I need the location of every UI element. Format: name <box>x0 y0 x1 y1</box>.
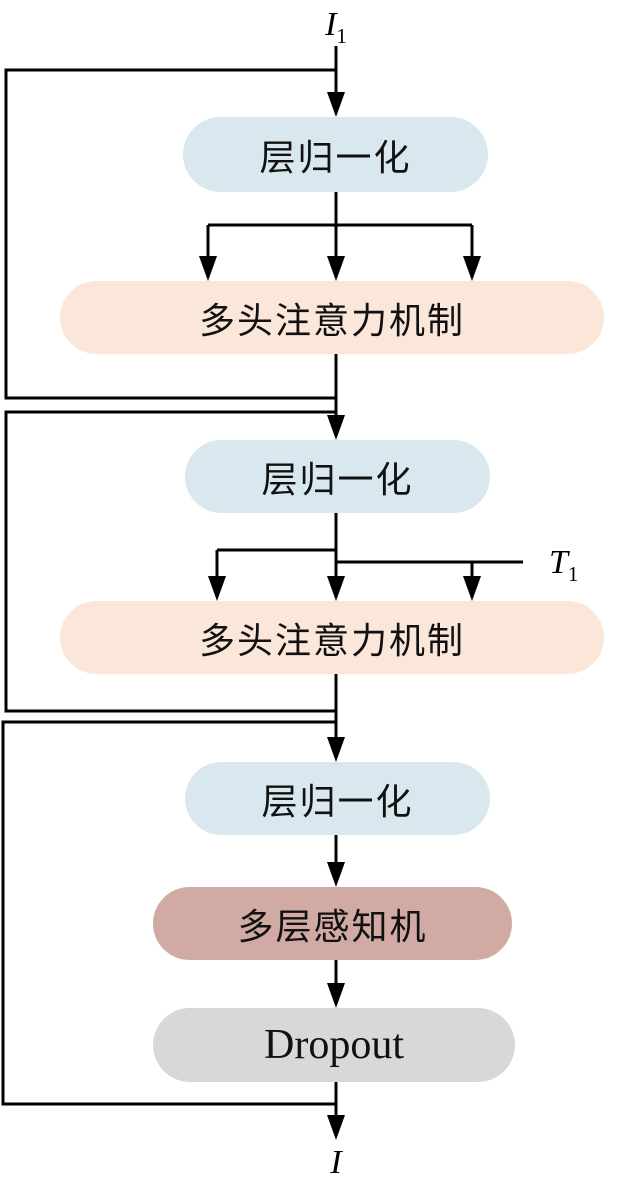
node-multihead-attention-1-label: 多头注意力机制 <box>198 300 465 341</box>
node-mlp: 多层感知机 <box>153 887 512 960</box>
arrowhead-attention2-mid <box>327 576 345 601</box>
arrowhead-into-layernorm3 <box>327 737 345 762</box>
arrowhead-attention1-left <box>199 256 217 281</box>
node-layernorm-3: 层归一化 <box>185 762 490 835</box>
residual-connection-3 <box>1 720 336 1106</box>
arrowhead-into-layernorm1 <box>327 92 345 117</box>
node-dropout-label: Dropout <box>264 1022 404 1068</box>
arrowhead-attention2-left <box>208 576 226 601</box>
arrowhead-attention1-mid <box>327 256 345 281</box>
side-input-label-base: T <box>549 544 568 581</box>
input-label-subscript: 1 <box>336 23 347 48</box>
arrowhead-attention2-right <box>463 576 481 601</box>
connector-lines <box>1 46 523 1117</box>
node-multihead-attention-1: 多头注意力机制 <box>60 281 604 354</box>
node-multihead-attention-2-label: 多头注意力机制 <box>198 620 465 661</box>
output-label: I <box>330 1146 341 1180</box>
residual-connection-2 <box>4 410 336 713</box>
node-mlp-label: 多层感知机 <box>237 906 428 947</box>
input-label-base: I <box>325 6 337 43</box>
node-layernorm-2-label: 层归一化 <box>261 459 414 500</box>
node-dropout: Dropout <box>153 1008 515 1082</box>
arrowhead-into-dropout <box>327 983 345 1008</box>
arrowhead-into-layernorm2 <box>327 415 345 440</box>
arrowhead-output <box>327 1115 345 1140</box>
side-input-label: T1 <box>549 544 578 585</box>
node-layernorm-1: 层归一化 <box>183 117 488 192</box>
residual-connection-1 <box>4 68 336 400</box>
arrowhead-into-mlp <box>327 862 345 887</box>
output-label-base: I <box>330 1144 342 1181</box>
side-input-label-subscript: 1 <box>567 561 579 586</box>
arrowheads <box>199 92 481 1140</box>
node-layernorm-2: 层归一化 <box>185 440 490 513</box>
node-layernorm-3-label: 层归一化 <box>261 781 414 822</box>
input-label: I1 <box>325 6 347 47</box>
arrowhead-attention1-right <box>463 256 481 281</box>
node-layernorm-1-label: 层归一化 <box>259 137 412 178</box>
node-multihead-attention-2: 多头注意力机制 <box>60 601 604 674</box>
